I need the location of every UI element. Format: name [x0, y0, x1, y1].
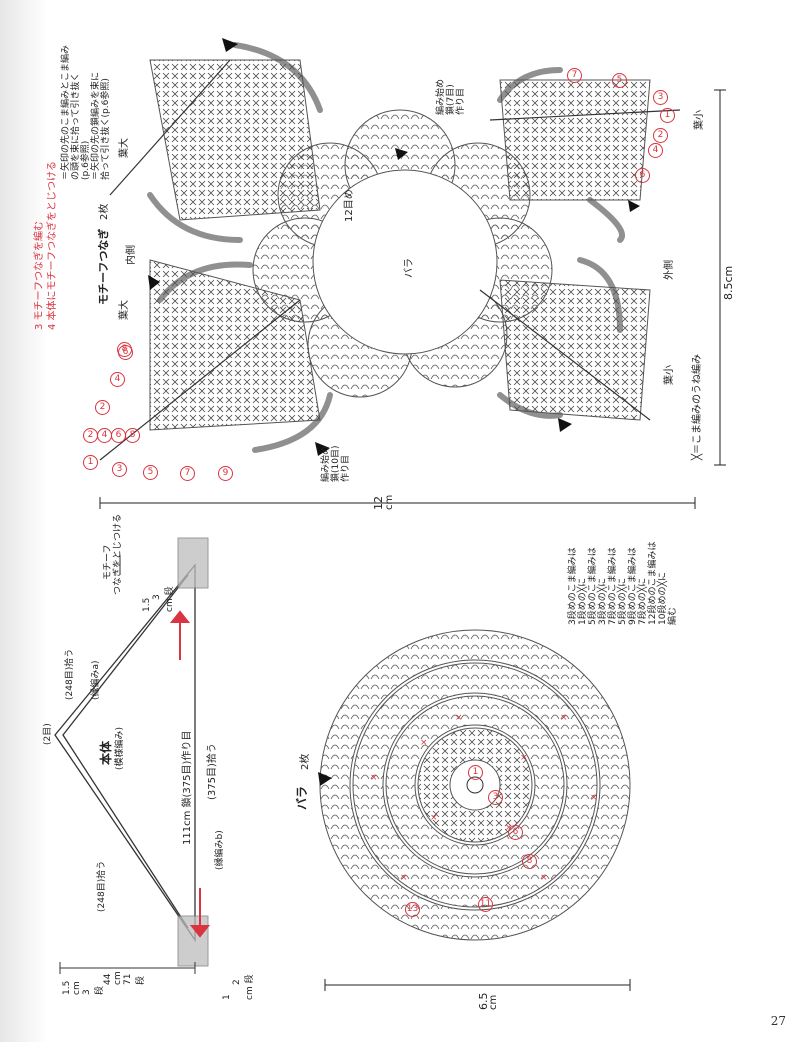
rose-row-11: 11: [478, 897, 493, 912]
body-pick-248-top: (248目)拾う: [65, 648, 75, 700]
body-edge-b: (縁編みb): [215, 830, 225, 870]
stitches-12-label: 12目め: [344, 189, 355, 222]
outer-side-label: 外側: [664, 260, 675, 280]
dim-1-5-3-b: 3: [152, 594, 162, 600]
page-number: 27: [770, 1014, 786, 1028]
body-foundation: 111cm 鎖(375目)作り目: [182, 730, 193, 845]
row-num-9-left: 9: [218, 466, 233, 481]
start-7c-label: 作り目: [456, 87, 466, 115]
row-num-1-top: 1: [660, 108, 675, 123]
svg-text:×: ×: [520, 753, 528, 763]
dim-3: 3: [82, 989, 92, 995]
row-num-4-tl: 4: [97, 428, 112, 443]
row-num-7-top: 7: [567, 68, 582, 83]
dim-44: 44: [103, 973, 113, 985]
rose-center-label: バラ: [404, 258, 415, 278]
row-num-3-left: 3: [112, 462, 127, 477]
leaf-large-label-1: 葉大: [119, 138, 130, 158]
svg-text:×: ×: [370, 773, 378, 783]
rose-dim-unit: cm: [488, 994, 499, 1010]
dim-1-5: 1.5: [62, 980, 72, 995]
body-pick-248-bottom: (248目)拾う: [97, 860, 107, 912]
body-two-stitches: (2目): [43, 723, 53, 745]
dim-71: 71: [123, 973, 133, 985]
rose-row-3: 3: [488, 790, 503, 805]
rose-title: バラ: [295, 785, 309, 810]
leaf-small-label-1: 葉小: [694, 110, 705, 130]
row-num-3-top: 3: [653, 90, 668, 105]
body-pick-375: (375目)拾う: [207, 743, 218, 800]
body-edge-a: (縁編みa): [91, 660, 101, 700]
row-num-2-left: 2: [95, 400, 110, 415]
rose-row-8: 8: [522, 854, 537, 869]
symbol-note: ╳＝こま編みのうね編み: [692, 353, 703, 460]
row-num-7-left: 7: [180, 466, 195, 481]
row-num-6-tl: 6: [111, 428, 126, 443]
row-num-4-left: 4: [110, 372, 125, 387]
rose-note-10: 編む: [668, 606, 678, 625]
book-binding-shadow: [0, 0, 48, 1042]
motif-connector-title: モチーフつなぎ: [97, 228, 110, 305]
svg-text:×: ×: [420, 738, 428, 748]
row-num-1-left: 1: [83, 455, 98, 470]
dim-2: 2: [232, 979, 242, 985]
dim-1-5-3-c: cm 段: [165, 586, 175, 612]
leaf-large-label-2: 葉大: [119, 300, 130, 320]
step-4-text: 4 本体にモチーフつなぎをとじつける: [47, 161, 58, 330]
rose-chart-diagram: [319, 629, 631, 941]
dim-1-2-unit: cm 段: [245, 974, 255, 1000]
svg-text:×: ×: [455, 713, 463, 723]
svg-text:×: ×: [560, 713, 568, 723]
rose-count: 2枚: [300, 753, 311, 770]
dim-3-unit: 段: [95, 985, 105, 995]
svg-text:×: ×: [540, 873, 548, 883]
motif-connector-diagram: [99, 38, 726, 509]
motif-connector-count: 2枚: [99, 203, 110, 220]
body-attach-label-b: つなぎをとじつける: [113, 513, 123, 595]
row-num-5-top: 5: [612, 73, 627, 88]
body-subtitle: (模様編み): [115, 726, 125, 770]
svg-text:×: ×: [400, 873, 408, 883]
row-num-5-left: 5: [143, 465, 158, 480]
row-num-8-tl: 8: [125, 428, 140, 443]
inner-side-label: 内側: [126, 245, 137, 265]
rose-row-13: 13: [405, 902, 420, 917]
dim-1: 1: [222, 994, 232, 1000]
svg-text:×: ×: [430, 813, 438, 823]
leaf-small-label-2: 葉小: [664, 365, 675, 385]
dim-1-5-unit: cm: [72, 981, 82, 995]
row-num-8-left: 8: [117, 342, 132, 357]
svg-text:×: ×: [590, 793, 598, 803]
row-num-2-tl: 2: [83, 428, 98, 443]
dim-8-5-label: 8.5cm: [722, 265, 735, 300]
dim-12-unit: cm: [384, 494, 395, 510]
legend-line-2b: 拾って引き抜く(p.6参照): [101, 78, 111, 180]
rose-row-6: 6: [508, 825, 523, 840]
dim-1-5-3-a: 1.5: [142, 597, 152, 612]
start-10c-label: 作り目: [341, 454, 351, 482]
body-triangle-diagram: [54, 537, 209, 974]
rose-row-1: 1: [468, 765, 483, 780]
row-num-6-top: 6: [635, 168, 650, 183]
row-num-4-top: 4: [648, 143, 663, 158]
row-num-2-top: 2: [653, 128, 668, 143]
dim-44-unit: cm: [113, 971, 123, 985]
dim-71-unit: 段: [136, 975, 146, 985]
